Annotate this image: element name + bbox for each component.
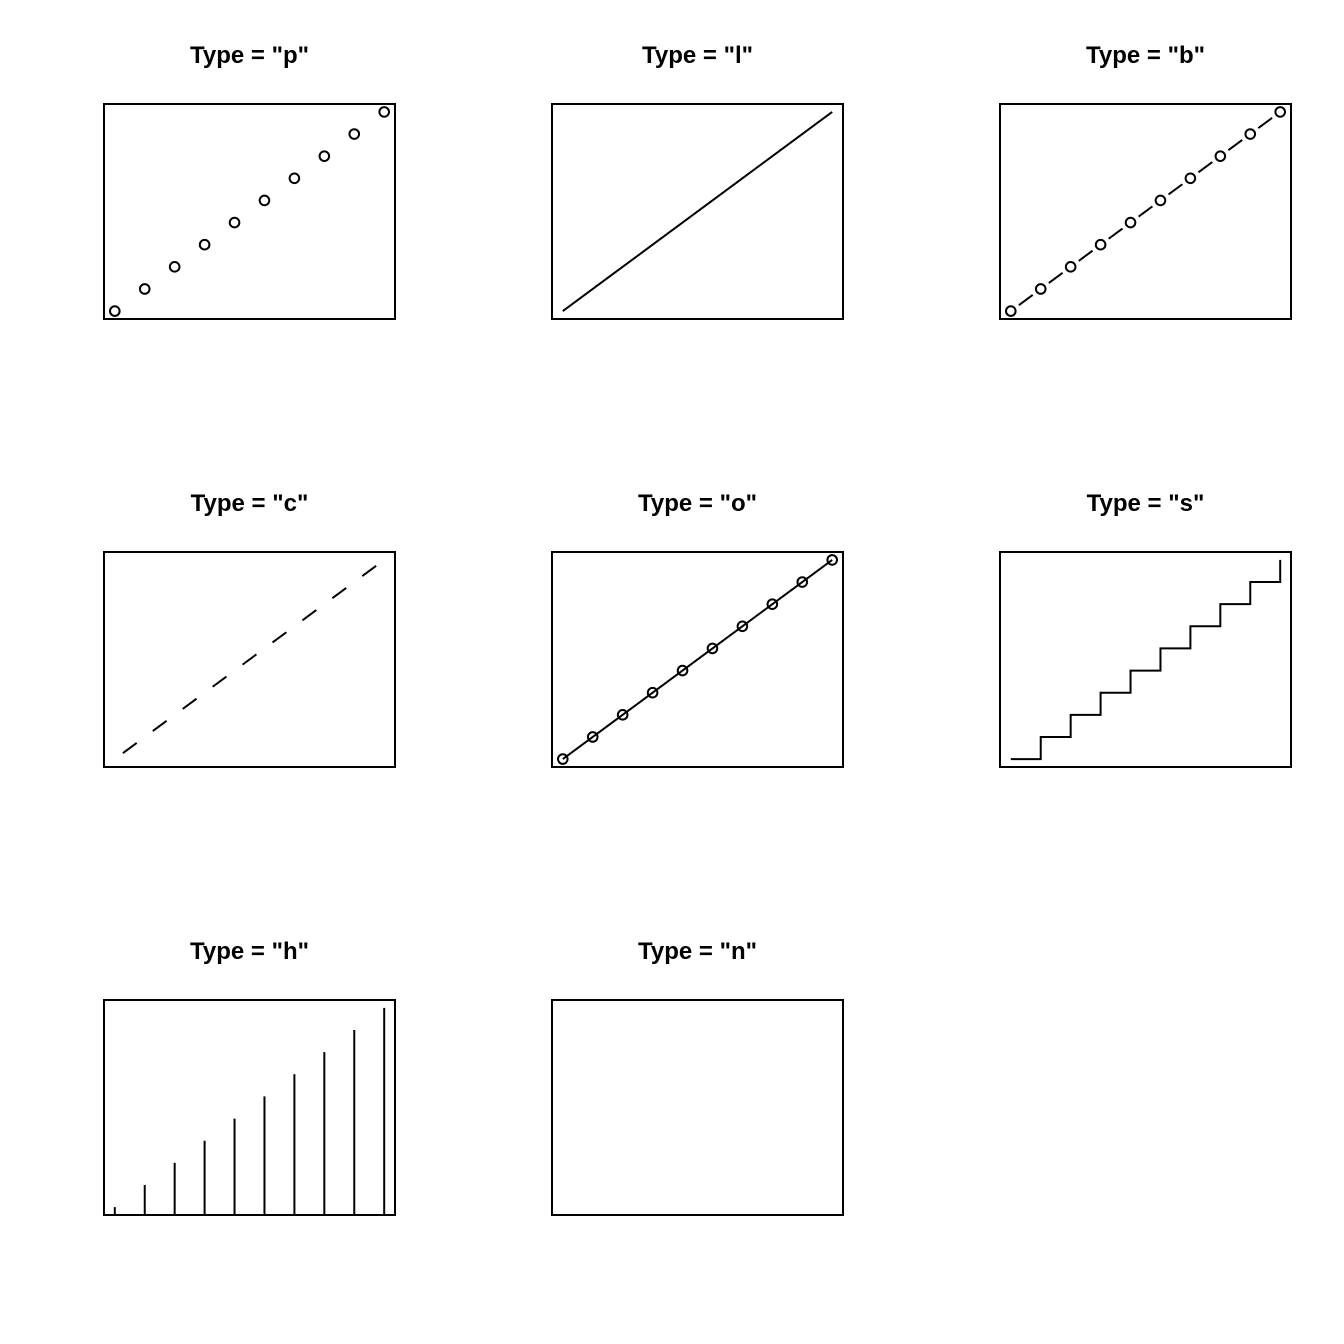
- panel-title: Type = "n": [638, 938, 757, 965]
- series-segment: [241, 653, 258, 666]
- data-point: [586, 731, 599, 743]
- series-line: [562, 111, 833, 312]
- series-segment: [122, 742, 138, 754]
- plot-frame: [103, 999, 396, 1216]
- panel-title: Type = "c": [191, 490, 309, 517]
- panel-s: Type = "s": [999, 490, 1292, 768]
- series-segment: [1048, 271, 1064, 284]
- series-segment: [1257, 117, 1273, 129]
- data-point: [826, 554, 839, 566]
- data-point: [796, 576, 809, 588]
- panel-h: Type = "h": [103, 938, 396, 1216]
- series-segment: [1197, 161, 1213, 174]
- data-point: [138, 283, 151, 295]
- panel-title: Type = "h": [190, 938, 309, 965]
- data-point: [676, 664, 689, 677]
- plot-frame: [551, 103, 844, 320]
- data-point: [348, 128, 361, 140]
- data-point: [378, 106, 391, 118]
- data-point: [318, 150, 331, 162]
- series-line: [562, 559, 833, 760]
- data-point: [646, 686, 659, 699]
- data-point: [1064, 261, 1077, 273]
- panel-o: Type = "o": [551, 490, 844, 768]
- panel-c: Type = "c": [103, 490, 396, 768]
- series-segment: [182, 697, 198, 710]
- data-point: [288, 172, 301, 185]
- data-point: [1214, 150, 1227, 162]
- panel-title: Type = "s": [1087, 490, 1205, 517]
- series-segment: [152, 719, 168, 732]
- plot-frame: [551, 551, 844, 768]
- plot-frame: [999, 103, 1292, 320]
- data-point: [258, 194, 271, 207]
- data-point: [1184, 172, 1197, 185]
- panel-title: Type = "o": [638, 490, 757, 517]
- series-segment: [1108, 227, 1124, 240]
- series-segment: [331, 587, 347, 600]
- series-segment: [1227, 139, 1243, 152]
- series-segment: [301, 609, 317, 622]
- series-segment: [1018, 294, 1034, 306]
- data-point: [1005, 305, 1017, 317]
- data-point: [736, 620, 749, 633]
- series-segment: [1167, 183, 1183, 196]
- data-point: [1124, 216, 1137, 229]
- data-point: [616, 709, 629, 721]
- series-step-line: [1010, 559, 1282, 761]
- panel-b: Type = "b": [999, 42, 1292, 320]
- panel-l: Type = "l": [551, 42, 844, 320]
- data-point: [557, 753, 569, 765]
- data-point: [706, 642, 719, 655]
- plot-frame: [103, 103, 396, 320]
- data-point: [168, 261, 181, 273]
- panel-n: Type = "n": [551, 938, 844, 1216]
- data-point: [228, 216, 241, 229]
- series-segment: [212, 675, 228, 688]
- panel-p: Type = "p": [103, 42, 396, 320]
- data-point: [1274, 106, 1286, 118]
- series-segment: [361, 565, 377, 577]
- data-point: [1244, 128, 1257, 140]
- series-segment: [1078, 249, 1094, 262]
- plot-frame: [999, 551, 1292, 768]
- panel-title: Type = "l": [642, 42, 753, 69]
- data-point: [766, 598, 779, 610]
- plot-frame: [103, 551, 396, 768]
- plot-frame: [551, 999, 844, 1216]
- panel-title: Type = "b": [1086, 42, 1205, 69]
- series-segment: [271, 631, 287, 644]
- data-point: [1034, 283, 1047, 295]
- data-point: [109, 305, 121, 317]
- data-point: [198, 238, 211, 251]
- data-point: [1094, 238, 1107, 251]
- series-segment: [1137, 205, 1154, 218]
- panel-title: Type = "p": [190, 42, 309, 69]
- data-point: [1154, 194, 1167, 207]
